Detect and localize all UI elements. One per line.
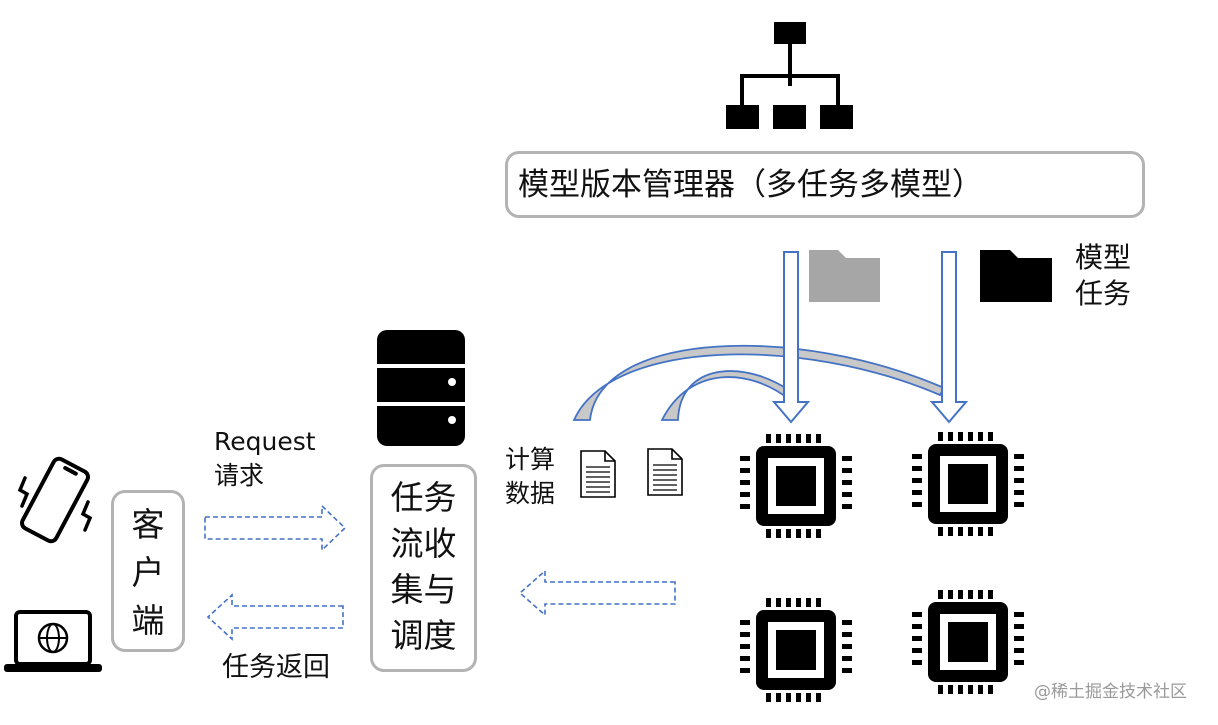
chip-icon: [912, 432, 1024, 536]
compute-data-label-1: 计算: [505, 445, 556, 474]
down-arrow: [929, 251, 969, 424]
return-arrow: [206, 593, 344, 641]
hierarchy-icon: [726, 22, 853, 129]
client-box: 客 户 端: [111, 490, 185, 652]
request-label-en: Request: [214, 427, 316, 456]
chip-icon: [740, 434, 852, 538]
request-label-cn: 请求: [214, 461, 265, 490]
model-version-manager-label: 模型版本管理器（多任务多模型）: [518, 167, 983, 203]
document-icon: [647, 448, 683, 496]
watermark: @稀土掘金技术社区: [1034, 682, 1187, 702]
folder-icon: [809, 250, 880, 302]
document-icon: [580, 450, 616, 498]
folder-icon: [980, 250, 1052, 302]
laptop-icon: [4, 610, 102, 672]
legend-model-label: 模型: [1075, 241, 1132, 274]
phone-icon: [17, 456, 93, 544]
task-collector-label: 任务 流收 集与 调度: [390, 478, 457, 655]
data-return-arc: [572, 344, 946, 421]
task-collector-box: 任务 流收 集与 调度: [370, 464, 477, 672]
legend-task-label: 任务: [1075, 277, 1132, 310]
task-return-label: 任务返回: [222, 652, 330, 683]
compute-data-label-2: 数据: [505, 479, 556, 508]
database-icon: [377, 330, 465, 446]
chip-icon: [740, 598, 852, 702]
down-arrow: [771, 251, 811, 424]
request-arrow: [204, 504, 347, 552]
result-arrow: [518, 569, 676, 617]
client-label: 客 户 端: [131, 505, 165, 640]
chip-icon: [912, 590, 1024, 694]
model-version-manager-box: 模型版本管理器（多任务多模型）: [505, 151, 1145, 218]
